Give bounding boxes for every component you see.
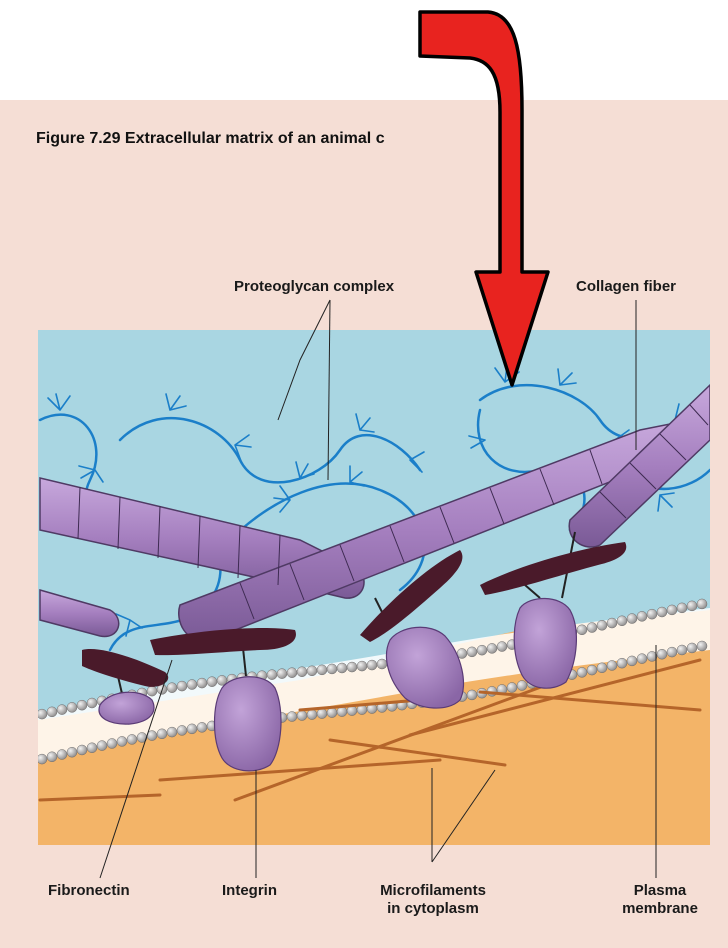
phospholipid-head	[597, 620, 607, 630]
phospholipid-head	[337, 663, 347, 673]
phospholipid-head	[307, 666, 317, 676]
phospholipid-head	[267, 670, 277, 680]
phospholipid-head	[517, 680, 527, 690]
phospholipid-head	[77, 745, 87, 755]
phospholipid-head	[497, 642, 507, 652]
phospholipid-head	[697, 599, 707, 609]
label-plasma-membrane: Plasma membrane	[612, 882, 708, 918]
phospholipid-head	[167, 727, 177, 737]
phospholipid-head	[627, 614, 637, 624]
phospholipid-head	[687, 643, 697, 653]
phospholipid-head	[317, 665, 327, 675]
phospholipid-head	[167, 683, 177, 693]
phospholipid-head	[77, 700, 87, 710]
integrin	[215, 677, 282, 771]
label-collagen-fiber: Collagen fiber	[576, 278, 676, 296]
phospholipid-head	[117, 736, 127, 746]
phospholipid-head	[357, 661, 367, 671]
phospholipid-head	[577, 625, 587, 635]
phospholipid-head	[607, 660, 617, 670]
phospholipid-head	[617, 616, 627, 626]
phospholipid-head	[297, 711, 307, 721]
phospholipid-head	[157, 729, 167, 739]
integrin	[514, 598, 576, 688]
phospholipid-head	[487, 643, 497, 653]
phospholipid-head	[677, 645, 687, 655]
phospholipid-head	[347, 662, 357, 672]
label-proteoglycan-complex: Proteoglycan complex	[234, 278, 394, 296]
phospholipid-head	[67, 702, 77, 712]
red-arrow-icon	[420, 12, 548, 385]
phospholipid-head	[57, 705, 67, 715]
phospholipid-head	[317, 709, 327, 719]
phospholipid-head	[587, 665, 597, 675]
phospholipid-head	[687, 601, 697, 611]
phospholipid-head	[57, 749, 67, 759]
phospholipid-head	[587, 623, 597, 633]
phospholipid-head	[127, 734, 137, 744]
phospholipid-head	[297, 667, 307, 677]
phospholipid-head	[667, 647, 677, 657]
phospholipid-head	[327, 664, 337, 674]
phospholipid-head	[617, 658, 627, 668]
phospholipid-head	[87, 698, 97, 708]
phospholipid-head	[287, 712, 297, 722]
phospholipid-head	[197, 678, 207, 688]
phospholipid-head	[467, 690, 477, 700]
phospholipid-head	[177, 725, 187, 735]
phospholipid-head	[107, 738, 117, 748]
label-microfilaments-line1: Microfilaments	[366, 882, 500, 900]
phospholipid-head	[577, 667, 587, 677]
phospholipid-head	[377, 659, 387, 669]
phospholipid-head	[277, 669, 287, 679]
phospholipid-head	[667, 605, 677, 615]
phospholipid-head	[187, 680, 197, 690]
phospholipid-head	[367, 660, 377, 670]
phospholipid-head	[597, 663, 607, 673]
phospholipid-head	[647, 609, 657, 619]
phospholipid-head	[187, 724, 197, 734]
phospholipid-head	[677, 603, 687, 613]
label-plasma-membrane-line2: membrane	[612, 900, 708, 918]
phospholipid-head	[97, 741, 107, 751]
phospholipid-head	[627, 656, 637, 666]
phospholipid-head	[657, 649, 667, 659]
phospholipid-head	[507, 683, 517, 693]
phospholipid-head	[477, 645, 487, 655]
phospholipid-head	[67, 747, 77, 757]
label-integrin: Integrin	[222, 882, 277, 900]
diagram-panel	[38, 330, 710, 845]
phospholipid-head	[287, 668, 297, 678]
phospholipid-head	[147, 686, 157, 696]
label-fibronectin: Fibronectin	[48, 882, 130, 900]
label-microfilaments: Microfilaments in cytoplasm	[366, 882, 500, 918]
phospholipid-head	[697, 641, 707, 651]
phospholipid-head	[307, 710, 317, 720]
phospholipid-head	[37, 709, 47, 719]
phospholipid-head	[197, 722, 207, 732]
phospholipid-head	[87, 743, 97, 753]
phospholipid-head	[37, 754, 47, 764]
phospholipid-head	[607, 618, 617, 628]
phospholipid-head	[47, 707, 57, 717]
phospholipid-head	[177, 681, 187, 691]
phospholipid-head	[637, 611, 647, 621]
phospholipid-head	[467, 647, 477, 657]
label-plasma-membrane-line1: Plasma	[612, 882, 708, 900]
phospholipid-head	[637, 654, 647, 664]
phospholipid-head	[207, 677, 217, 687]
label-microfilaments-line2: in cytoplasm	[366, 900, 500, 918]
phospholipid-head	[657, 607, 667, 617]
figure-title: Figure 7.29 Extracellular matrix of an a…	[36, 130, 385, 148]
phospholipid-head	[47, 752, 57, 762]
